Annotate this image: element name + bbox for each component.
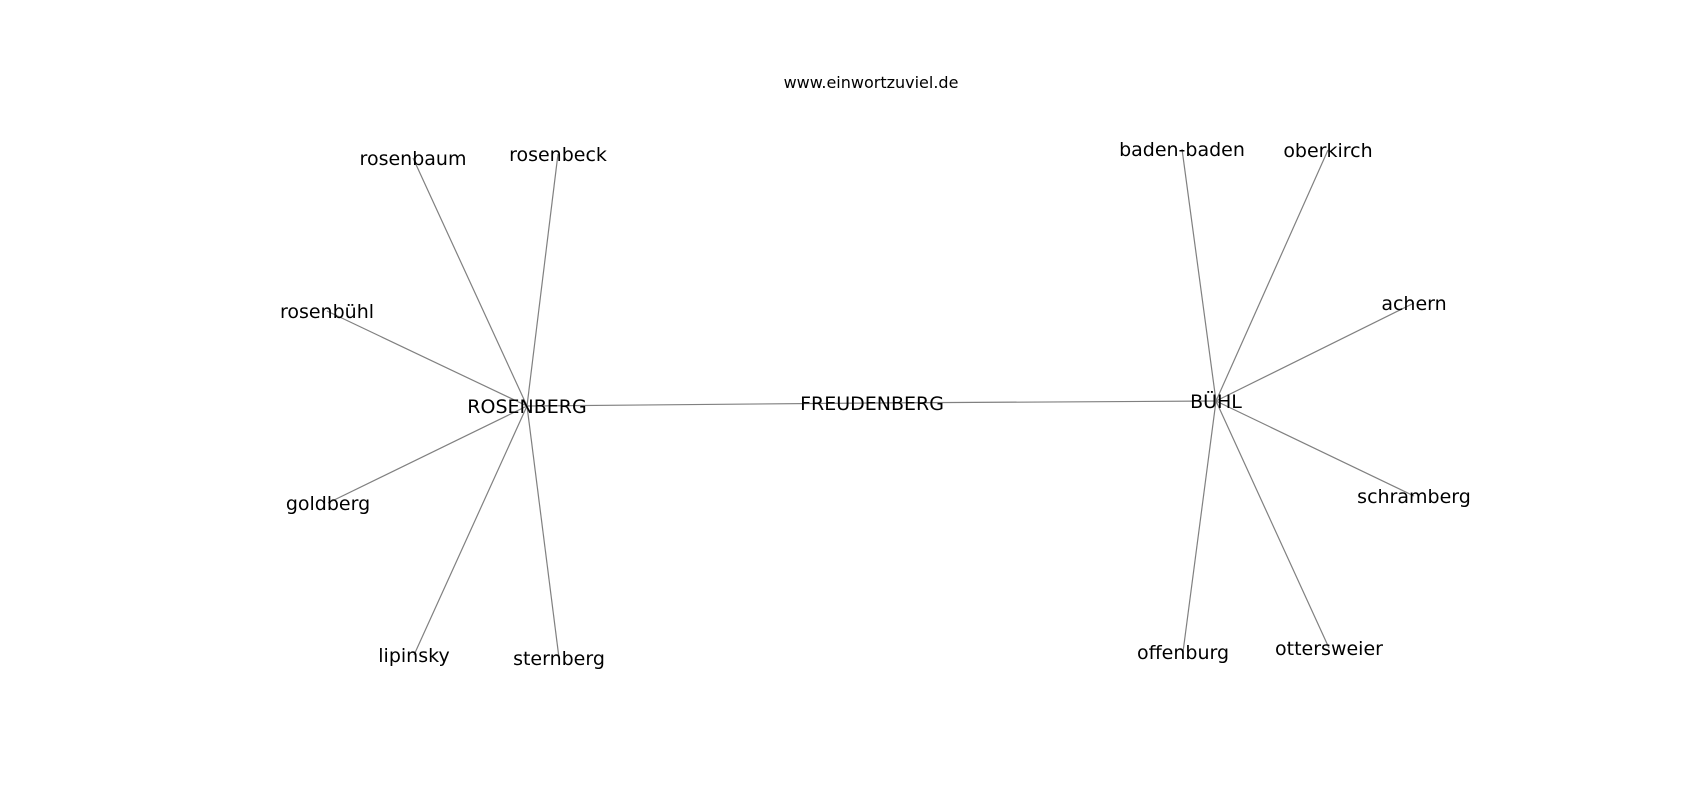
edge-rosenberg-rosenbuehl — [326, 310, 528, 407]
edge-buehl-ottersweier — [1215, 400, 1330, 649]
node-label-schramberg: schramberg — [1357, 486, 1471, 508]
node-label-sternberg: sternberg — [513, 648, 605, 670]
node-label-buehl: BÜHL — [1190, 390, 1242, 413]
node-label-rosenberg: ROSENBERG — [467, 396, 586, 418]
node-label-rosenbeck: rosenbeck — [509, 144, 607, 166]
node-label-lipinsky: lipinsky — [378, 645, 449, 667]
edge-buehl-offenburg — [1182, 400, 1217, 653]
node-label-ottersweier: ottersweier — [1275, 638, 1383, 660]
edge-buehl-schramberg — [1215, 400, 1415, 497]
node-label-oberkirch: oberkirch — [1283, 140, 1372, 162]
node-label-goldberg: goldberg — [286, 493, 370, 515]
node-label-offenburg: offenburg — [1137, 642, 1229, 664]
edge-buehl-achern — [1215, 302, 1415, 402]
edge-rosenberg-goldberg — [327, 405, 528, 504]
node-label-achern: achern — [1381, 293, 1446, 315]
labels-layer: FREUDENBERG ROSENBERG BÜHL rosenbaum rosenbe… — [280, 139, 1471, 670]
edge-rosenberg-rosenbeck — [526, 153, 559, 407]
edge-rosenberg-sternberg — [526, 405, 560, 659]
node-label-rosenbaum: rosenbaum — [360, 148, 467, 170]
edge-rosenberg-rosenbaum — [412, 157, 528, 407]
edge-rosenberg-freudenberg — [526, 402, 873, 407]
site-url-label: www.einwortzuviel.de — [784, 73, 959, 92]
node-label-baden-baden: baden-baden — [1119, 139, 1245, 161]
edge-buehl-baden-baden — [1181, 148, 1217, 402]
edge-rosenberg-lipinsky — [413, 405, 528, 656]
node-label-freudenberg: FREUDENBERG — [800, 393, 944, 415]
node-label-rosenbuehl: rosenbühl — [280, 301, 374, 323]
edges-layer — [326, 148, 1415, 659]
edge-freudenberg-buehl — [871, 400, 1217, 404]
edge-buehl-oberkirch — [1215, 149, 1329, 402]
